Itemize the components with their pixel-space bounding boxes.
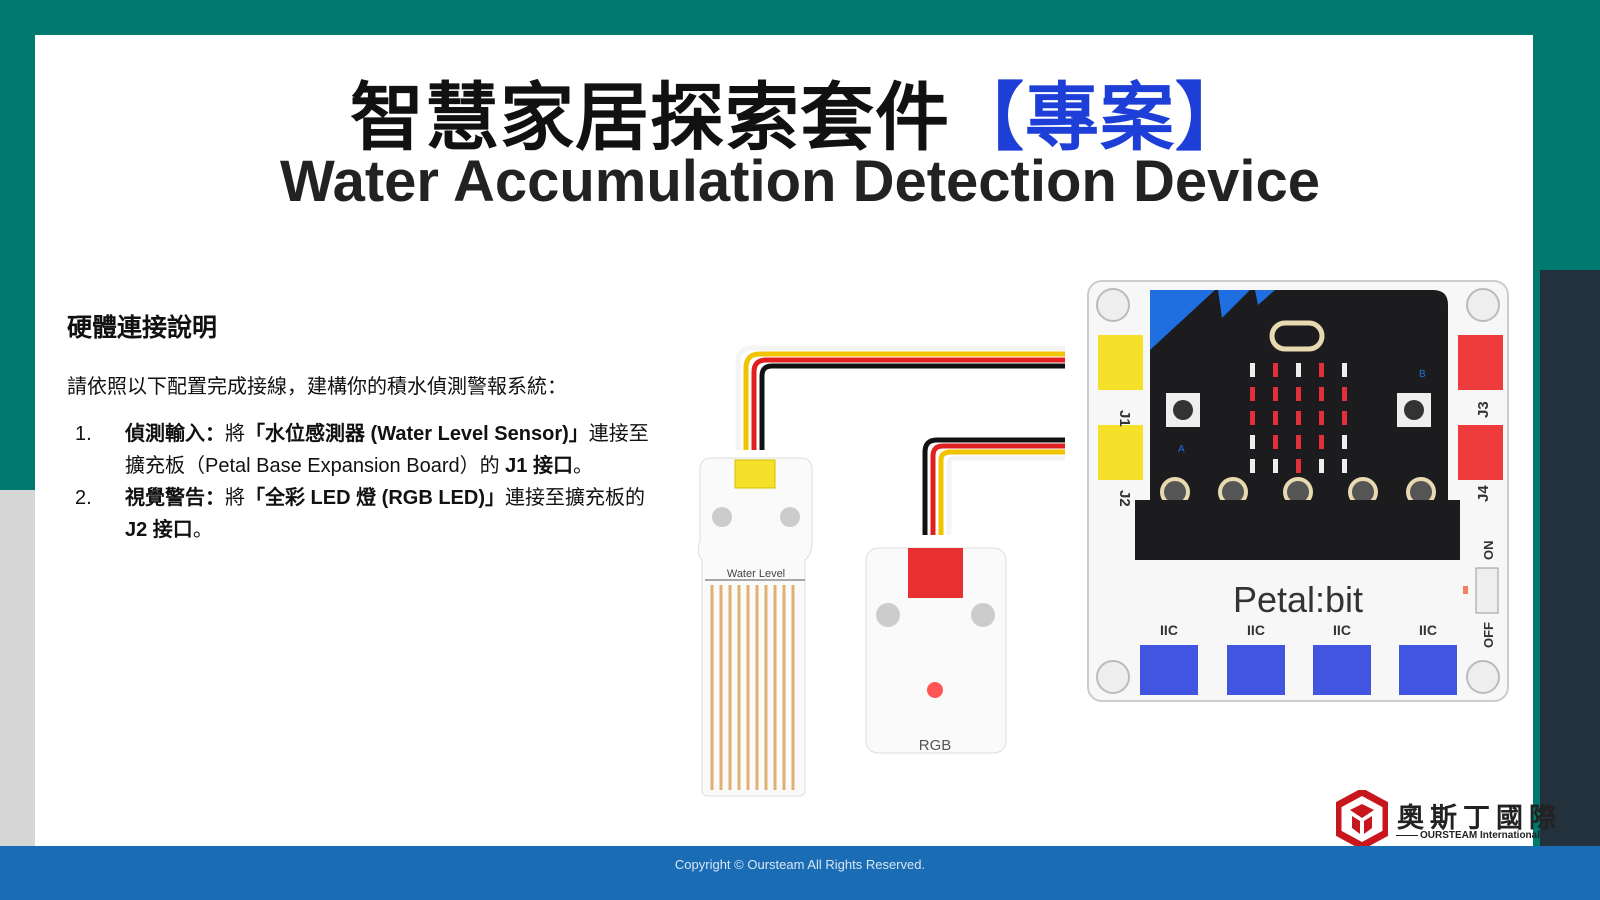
led-pixel: [1319, 387, 1324, 401]
port-j2-label: J2: [1116, 490, 1133, 507]
step-port: J1 接口: [505, 455, 573, 477]
title-main: 智慧家居探索套件: [350, 76, 950, 159]
page-title-zh: 智慧家居探索套件【專案】: [0, 58, 1600, 165]
rgb-label: RGB: [919, 737, 952, 754]
step-number: 2.: [75, 487, 92, 509]
led-pixel: [1342, 435, 1347, 449]
button-b-label: B: [1419, 369, 1426, 380]
oursteam-logo-icon: [1336, 790, 1388, 848]
led-pixel: [1319, 459, 1324, 473]
led-pixel: [1250, 411, 1255, 425]
step-device: 「水位感測器 (Water Level Sensor)」: [245, 423, 589, 445]
copyright-text: Copyright © Oursteam All Rights Reserved…: [674, 857, 926, 872]
background-gray-band: [0, 490, 40, 850]
port-j2-connector: [1098, 425, 1143, 480]
port-j3-label: J3: [1475, 401, 1492, 418]
logo-text-en: OURSTEAM International: [1420, 830, 1541, 841]
led-pixel: [1273, 435, 1278, 449]
power-switch: [1475, 567, 1499, 614]
led-pixel: [1342, 363, 1347, 377]
step-text: 視覺警告：將「全彩 LED 燈 (RGB LED)」連接至擴充板的 J2 接口。: [125, 482, 665, 546]
led-pixel: [1342, 387, 1347, 401]
title-accent: 【專案】: [950, 76, 1250, 159]
switch-on-label: ON: [1481, 541, 1496, 561]
step-mid: 連接至擴充板（Petal Base Expansion Board）的: [125, 423, 649, 477]
page-title-en: Water Accumulation Detection Device: [280, 149, 1320, 214]
intro-text: 請依照以下配置完成接線，建構你的積水偵測警報系統：: [67, 376, 567, 398]
led-pixel: [1250, 435, 1255, 449]
led-pixel: [1296, 363, 1301, 377]
petal-bit-board: J1 J2 J3 J4 A B Petal:bit ON OFF IIC IIC…: [1087, 280, 1509, 702]
iic-label: IIC: [1247, 622, 1265, 638]
led-pixel: [1273, 387, 1278, 401]
edge-pins: [1160, 477, 1436, 507]
led-pixel: [1296, 459, 1301, 473]
port-j1-label: J1: [1116, 410, 1133, 427]
step-item: 1. 偵測輸入：將「水位感測器 (Water Level Sensor)」連接至…: [75, 418, 665, 482]
led-pixel: [1342, 459, 1347, 473]
board-label: Petal:bit: [1233, 579, 1363, 620]
led-pixel: [1296, 387, 1301, 401]
water-sensor-label: Water Level: [727, 568, 785, 580]
led-pixel: [1250, 387, 1255, 401]
led-pixel: [1319, 363, 1324, 377]
footer: Copyright © Oursteam All Rights Reserved…: [0, 846, 1600, 900]
led-pixel: [1250, 459, 1255, 473]
port-j4-label: J4: [1475, 485, 1492, 502]
step-number: 1.: [75, 423, 92, 445]
background-dark-band: [1540, 270, 1600, 850]
led-pixel: [1273, 363, 1278, 377]
rgb-led-module: RGB: [865, 547, 1007, 754]
logo-line: [1396, 835, 1418, 836]
steps-list: 1. 偵測輸入：將「水位感測器 (Water Level Sensor)」連接至…: [75, 418, 665, 546]
step-text: 偵測輸入：將「水位感測器 (Water Level Sensor)」連接至擴充板…: [125, 418, 665, 482]
step-label: 偵測輸入：: [125, 423, 225, 445]
edge-connector: [1135, 500, 1460, 560]
step-item: 2. 視覺警告：將「全彩 LED 燈 (RGB LED)」連接至擴充板的 J2 …: [75, 482, 665, 546]
wire-j2: [922, 437, 1065, 535]
led-pixel: [1319, 435, 1324, 449]
led-pixel: [1296, 435, 1301, 449]
section-heading: 硬體連接說明: [67, 314, 218, 342]
step-end: 。: [192, 519, 213, 541]
led-pixel: [1296, 411, 1301, 425]
step-mid: 連接至擴充板的: [505, 487, 645, 509]
step-device: 「全彩 LED 燈 (RGB LED)」: [245, 487, 505, 509]
port-j3-connector: [1458, 335, 1503, 390]
step-pre: 將: [225, 423, 245, 445]
step-port: J2 接口: [125, 519, 193, 541]
step-end: 。: [572, 455, 593, 477]
sensor-traces: [710, 585, 795, 790]
rgb-led-icon: [927, 682, 943, 698]
iic-ports: [1140, 645, 1457, 695]
mount-holes: [1096, 288, 1500, 694]
step-label: 視覺警告：: [125, 487, 225, 509]
led-pixel: [1250, 363, 1255, 377]
port-j1-connector: [1098, 335, 1143, 390]
led-pixel: [1319, 411, 1324, 425]
led-pixel: [1273, 411, 1278, 425]
logo-touch-icon: [1269, 320, 1325, 352]
iic-label: IIC: [1160, 622, 1178, 638]
port-j4-connector: [1458, 425, 1503, 480]
switch-off-label: OFF: [1481, 622, 1496, 648]
wire-j1: [735, 345, 1065, 450]
led-pixel: [1342, 411, 1347, 425]
iic-label: IIC: [1333, 622, 1351, 638]
button-a-label: A: [1178, 444, 1185, 455]
led-matrix: [1250, 363, 1347, 473]
water-level-sensor: Water Level: [697, 457, 813, 797]
iic-label: IIC: [1419, 622, 1437, 638]
logo-text-zh: 奧斯丁國際: [1397, 803, 1562, 833]
led-pixel: [1273, 459, 1278, 473]
step-pre: 將: [225, 487, 245, 509]
